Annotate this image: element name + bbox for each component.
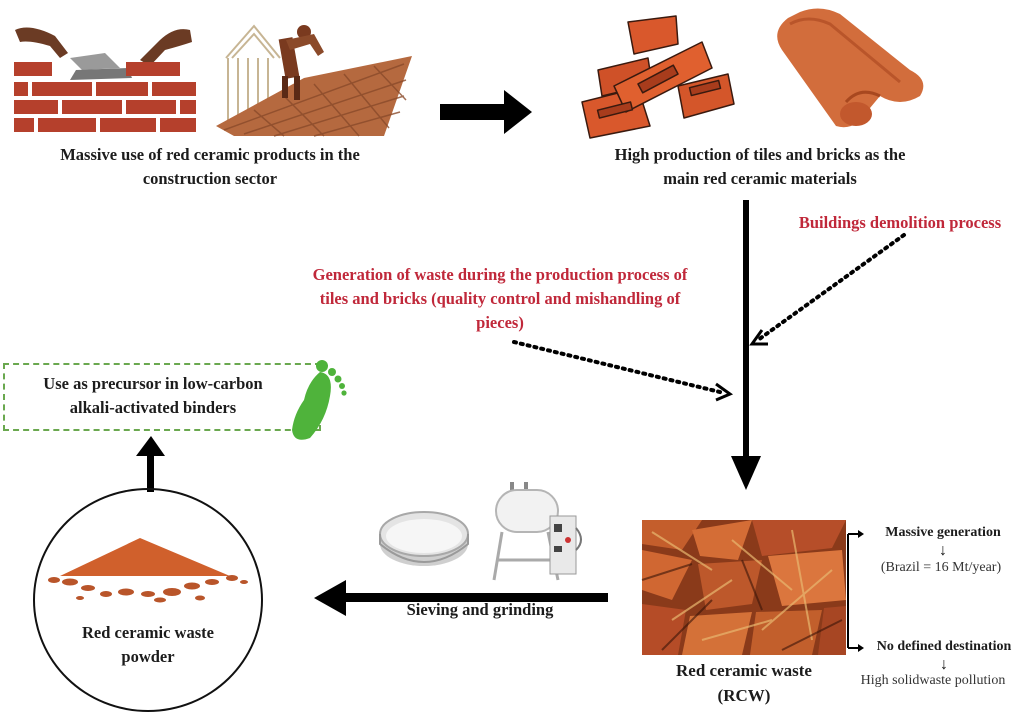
production-label-line1: High production of tiles and bricks as t…	[614, 145, 906, 164]
powder-pile-icon	[48, 538, 248, 603]
application-label-line2: alkali-activated binders	[69, 397, 237, 417]
rcw-label: Red ceramic waste (RCW)	[642, 659, 846, 708]
application-label: Use as precursor in low-carbon alkali-ac…	[8, 372, 298, 420]
production-waste-label-line2: tiles and bricks (quality control and mi…	[319, 288, 681, 308]
roof-tiling-worker-icon	[216, 24, 412, 137]
up-arrow	[136, 436, 165, 492]
production-label-line2: main red ceramic materials	[663, 168, 857, 188]
powder-label: Red ceramic waste powder	[48, 621, 248, 669]
application-label-line1: Use as precursor in low-carbon	[43, 374, 263, 393]
powder-circle	[33, 488, 263, 712]
sieve-icon	[379, 511, 469, 566]
destination-title: No defined destination	[876, 639, 1012, 654]
roof-tile-icon	[777, 8, 924, 128]
demolition-dotted-arrow	[749, 233, 906, 346]
generation-value: (Brazil = 16 Mt/year)	[880, 560, 1002, 575]
demolition-label: Buildings demolition process	[798, 213, 1002, 232]
rcw-bracket	[847, 530, 864, 652]
destination-down-arrow: ↓	[940, 656, 948, 673]
green-footprint-icon	[292, 360, 347, 440]
left-arrow	[314, 580, 608, 616]
rcw-label-line2: (RCW)	[717, 685, 771, 705]
bricks-stack-icon	[581, 15, 735, 139]
brick-wall-icon	[14, 27, 196, 132]
generation-down-arrow: ↓	[939, 542, 947, 559]
construction-use-label: Massive use of red ceramic products in t…	[0, 143, 420, 191]
production-waste-label: Generation of waste during the productio…	[280, 263, 720, 335]
right-arrow	[440, 90, 532, 134]
processing-label: Sieving and grinding	[406, 600, 554, 619]
destination-value: High solidwaste pollution	[860, 673, 1006, 688]
powder-label-line1: Red ceramic waste	[82, 623, 214, 642]
generation-title: Massive generation	[885, 525, 1001, 540]
construction-use-label-line2: construction sector	[142, 168, 278, 188]
construction-use-label-line1: Massive use of red ceramic products in t…	[60, 145, 360, 164]
down-arrow-main	[731, 200, 761, 490]
production-waste-label-line3: pieces)	[476, 312, 524, 332]
rcw-label-line1: Red ceramic waste	[676, 661, 812, 680]
rcw-photo	[641, 520, 846, 655]
powder-label-line2: powder	[121, 646, 175, 666]
production-waste-label-line1: Generation of waste during the productio…	[312, 265, 688, 284]
ball-mill-icon	[492, 482, 582, 581]
production-label: High production of tiles and bricks as t…	[560, 143, 960, 191]
production-waste-dotted-arrow	[512, 340, 734, 402]
